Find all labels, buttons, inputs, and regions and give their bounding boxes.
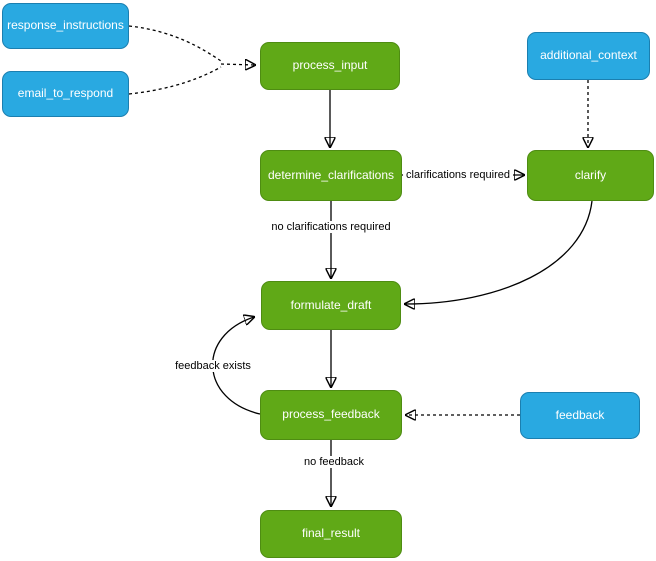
- node-label: formulate_draft: [290, 297, 372, 312]
- node-determine-clarifications: determine_clarifications: [260, 150, 402, 201]
- edge-merged-into-process-input: [220, 64, 255, 65]
- node-formulate-draft: formulate_draft: [261, 281, 401, 330]
- edge-response-instructions-to-process-input: [128, 25, 222, 62]
- node-email-to-respond: email_to_respond: [2, 71, 129, 117]
- node-label: feedback: [555, 407, 605, 422]
- edge-label-no-clarifications-required: no clarifications required: [268, 221, 394, 233]
- edge-label-feedback-exists: feedback exists: [172, 360, 254, 372]
- node-label: response_instructions: [7, 18, 124, 33]
- node-label: email_to_respond: [17, 86, 114, 101]
- node-label: additional_context: [540, 48, 637, 63]
- node-label: process_input: [292, 58, 368, 73]
- node-label: process_feedback: [282, 407, 380, 422]
- node-clarify: clarify: [527, 150, 654, 201]
- edge-email-to-respond-to-process-input: [128, 66, 222, 95]
- node-feedback: feedback: [520, 392, 640, 439]
- node-label: clarify: [574, 167, 607, 182]
- node-process-input: process_input: [260, 42, 400, 90]
- node-label: final_result: [301, 526, 361, 541]
- node-process-feedback: process_feedback: [260, 390, 402, 440]
- edge-label-no-feedback: no feedback: [301, 456, 367, 468]
- node-additional-context: additional_context: [527, 32, 650, 80]
- edge-clarify-to-formulate-draft: [405, 200, 593, 304]
- node-response-instructions: response_instructions: [2, 3, 129, 49]
- edge-label-clarifications-required: clarifications required: [403, 169, 513, 181]
- node-label: determine_clarifications: [267, 167, 395, 182]
- node-final-result: final_result: [260, 510, 402, 558]
